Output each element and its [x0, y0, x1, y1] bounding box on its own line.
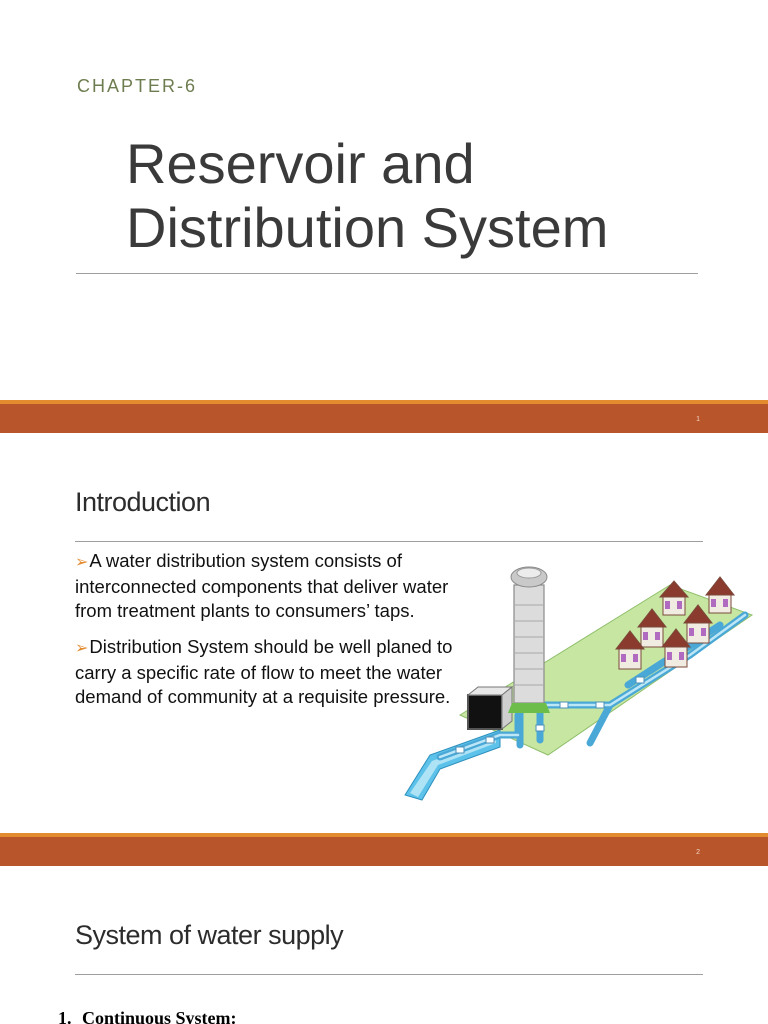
item-number: 1. [58, 1008, 72, 1024]
bullet-item: ➢A water distribution system consists of… [75, 549, 455, 623]
slide-heading: System of water supply [75, 920, 344, 950]
bullet-item: ➢Distribution System should be well plan… [75, 635, 455, 709]
slide-number: 2 [696, 849, 700, 856]
bullet-text: Distribution System should be well plane… [75, 636, 453, 707]
arrow-bullet-icon: ➢ [75, 640, 89, 657]
water-supply-slide: System of water supply 1. Continuous Sys… [0, 866, 768, 1024]
heading-divider [75, 541, 703, 542]
slide-number: 1 [696, 416, 700, 423]
list-item: 1. Continuous System: [58, 1008, 237, 1024]
title-line-2: Distribution System [126, 196, 609, 259]
water-distribution-illustration [404, 566, 754, 801]
bullet-text: A water distribution system consists of … [75, 550, 449, 621]
title-line-1: Reservoir and [126, 132, 475, 195]
chapter-label: CHAPTER-6 [77, 76, 198, 96]
title-divider [76, 273, 698, 274]
heading-divider [75, 974, 703, 975]
arrow-bullet-icon: ➢ [75, 554, 89, 571]
slide-footer-band: 2 [0, 833, 768, 866]
slide-footer-band: 1 [0, 400, 768, 433]
bullet-list: ➢A water distribution system consists of… [75, 549, 455, 721]
slide-heading: Introduction [75, 487, 211, 517]
introduction-slide: Introduction ➢A water distribution syste… [0, 433, 768, 833]
title-slide: CHAPTER-6 Reservoir and Distribution Sys… [0, 0, 768, 400]
item-label: Continuous System: [82, 1008, 237, 1024]
